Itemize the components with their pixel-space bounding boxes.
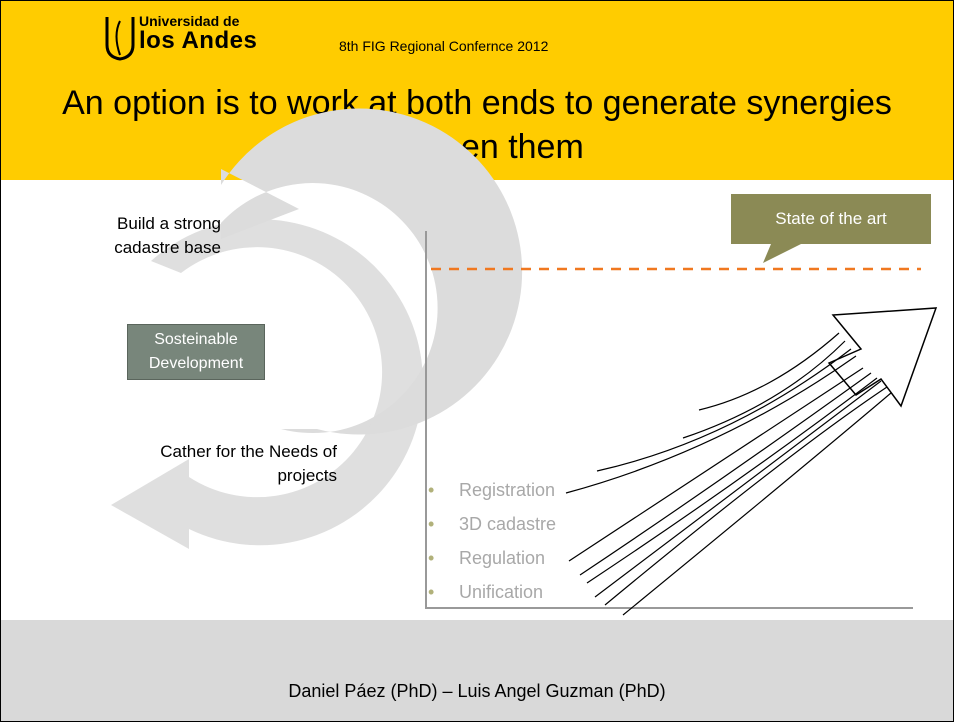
cycle-top-label: Build a strong cadastre base — [114, 214, 221, 257]
cycle-arrows — [111, 108, 523, 549]
bullet-item: Regulation — [425, 541, 556, 575]
cycle-bottom-label: Cather for the Needs of projects — [160, 442, 337, 485]
bullet-list: Registration 3D cadastre Regulation Unif… — [425, 473, 556, 609]
footer-band: Daniel Páez (PhD) – Luis Angel Guzman (P… — [1, 620, 953, 721]
convergence-lines — [565, 332, 892, 616]
slide-title: An option is to work at both ends to gen… — [62, 84, 892, 166]
callout-pointer — [763, 244, 801, 263]
cycle-arrow-lower — [111, 219, 423, 549]
header-band: Universidad de los Andes 8th FIG Regiona… — [1, 1, 953, 180]
state-of-art-callout: State of the art — [731, 194, 931, 244]
progress-arrow — [827, 307, 938, 408]
logo-line-1: Universidad de — [139, 13, 240, 29]
andes-shield-icon — [105, 17, 135, 61]
cycle-arrow-upper — [221, 108, 523, 435]
center-box-sustainable-development: Sosteinable Development — [127, 324, 265, 380]
diagram-canvas — [111, 108, 938, 616]
logo-line-2: los Andes — [139, 27, 258, 54]
university-logo: Universidad de los Andes — [103, 13, 283, 63]
footer-authors: Daniel Páez (PhD) – Luis Angel Guzman (P… — [288, 681, 666, 701]
bullet-item: 3D cadastre — [425, 507, 556, 541]
conference-name: 8th FIG Regional Confernce 2012 — [339, 38, 549, 54]
bullet-item: Unification — [425, 575, 556, 609]
bullet-item: Registration — [425, 473, 556, 507]
